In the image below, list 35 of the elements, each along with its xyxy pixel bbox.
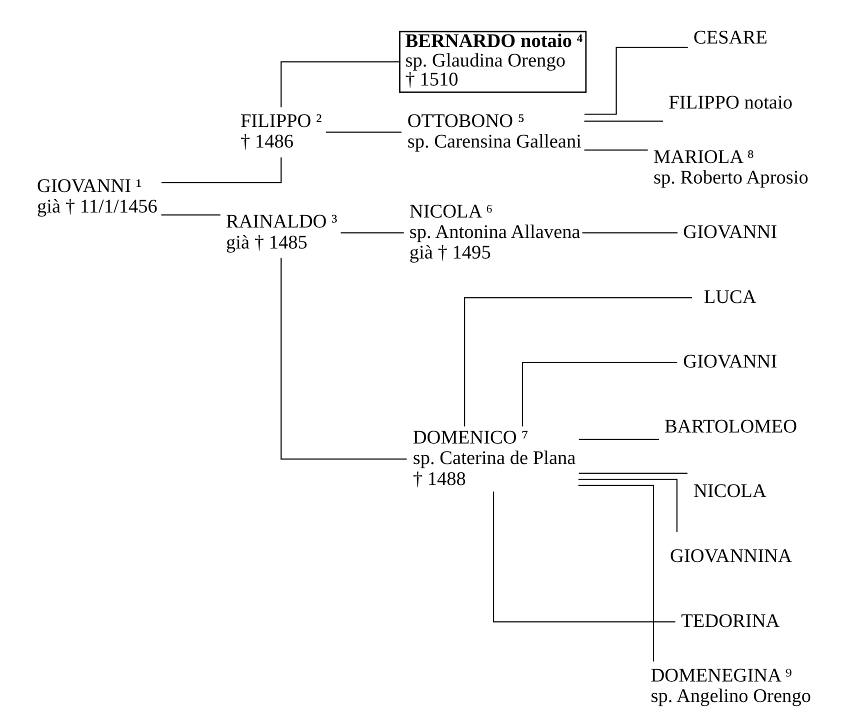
connector bbox=[161, 157, 282, 184]
connector bbox=[582, 232, 678, 234]
connector bbox=[584, 120, 664, 122]
node-text: GIOVANNINA bbox=[670, 546, 792, 568]
connector bbox=[578, 484, 654, 662]
node-text: CESARE bbox=[694, 28, 768, 49]
node-text: GIOVANNI bbox=[683, 222, 778, 243]
node-text: GIOVANNI ¹ già † 11/1/1456 bbox=[37, 176, 158, 218]
connector bbox=[492, 492, 676, 622]
connector bbox=[522, 362, 678, 426]
node-box: BERNARDO notaio ⁴ sp. Glaudina Orengo † 1510 bbox=[399, 30, 587, 93]
connector bbox=[578, 438, 659, 440]
connector bbox=[584, 46, 688, 115]
connector bbox=[280, 258, 407, 460]
node-text: DOMENICO ⁷ sp. Caterina de Plana † 1488 bbox=[412, 427, 576, 490]
connector bbox=[326, 132, 402, 133]
node-text: DOMENEGINA ⁹ sp. Angelino Orengo bbox=[650, 665, 812, 708]
connector bbox=[584, 150, 648, 151]
connector bbox=[464, 297, 692, 426]
connector bbox=[340, 232, 404, 234]
node-text: NICOLA ⁶ sp. Antonina Allavena già † 1495 bbox=[409, 201, 580, 264]
node-text: BARTOLOMEO bbox=[664, 416, 798, 438]
connector bbox=[578, 472, 688, 474]
node-text: OTTOBONO ⁵ sp. Carensina Galleani bbox=[407, 110, 582, 153]
connector bbox=[578, 478, 678, 532]
node-text: RAINALDO ³ già † 1485 bbox=[226, 212, 338, 254]
node-text: LUCA bbox=[704, 286, 756, 308]
node-text: TEDORINA bbox=[681, 610, 780, 632]
node-text: GIOVANNI bbox=[683, 352, 778, 373]
node-text: FILIPPO notaio bbox=[668, 92, 793, 114]
node-text: FILIPPO ² † 1486 bbox=[240, 110, 322, 153]
node-text: MARIOLA ⁸ sp. Roberto Aprosio bbox=[654, 146, 808, 188]
connector bbox=[161, 214, 220, 216]
connector bbox=[280, 61, 400, 108]
node-text: NICOLA bbox=[694, 481, 766, 502]
